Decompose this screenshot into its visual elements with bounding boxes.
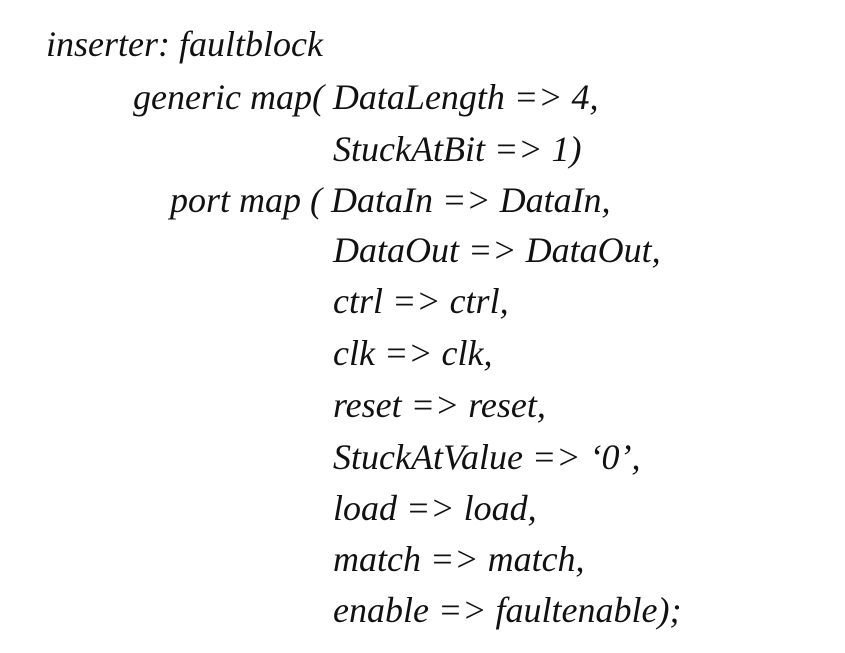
code-line-load: load => load, [333,488,537,528]
code-line-enable: enable => faultenable); [333,590,682,630]
code-line-dataout: DataOut => DataOut, [333,230,661,270]
code-line-ctrl: ctrl => ctrl, [333,281,509,321]
code-line-match: match => match, [333,539,585,579]
code-line-generic-map: generic map( DataLength => 4, [133,77,599,117]
code-line-inserter: inserter: faultblock [46,24,323,64]
code-line-port-map: port map ( DataIn => DataIn, [170,180,611,220]
code-line-clk: clk => clk, [333,333,493,373]
code-line-stuckatbit: StuckAtBit => 1) [333,129,582,169]
code-line-reset: reset => reset, [333,385,546,425]
code-line-stuckatvalue: StuckAtValue => ‘0’, [333,437,641,477]
